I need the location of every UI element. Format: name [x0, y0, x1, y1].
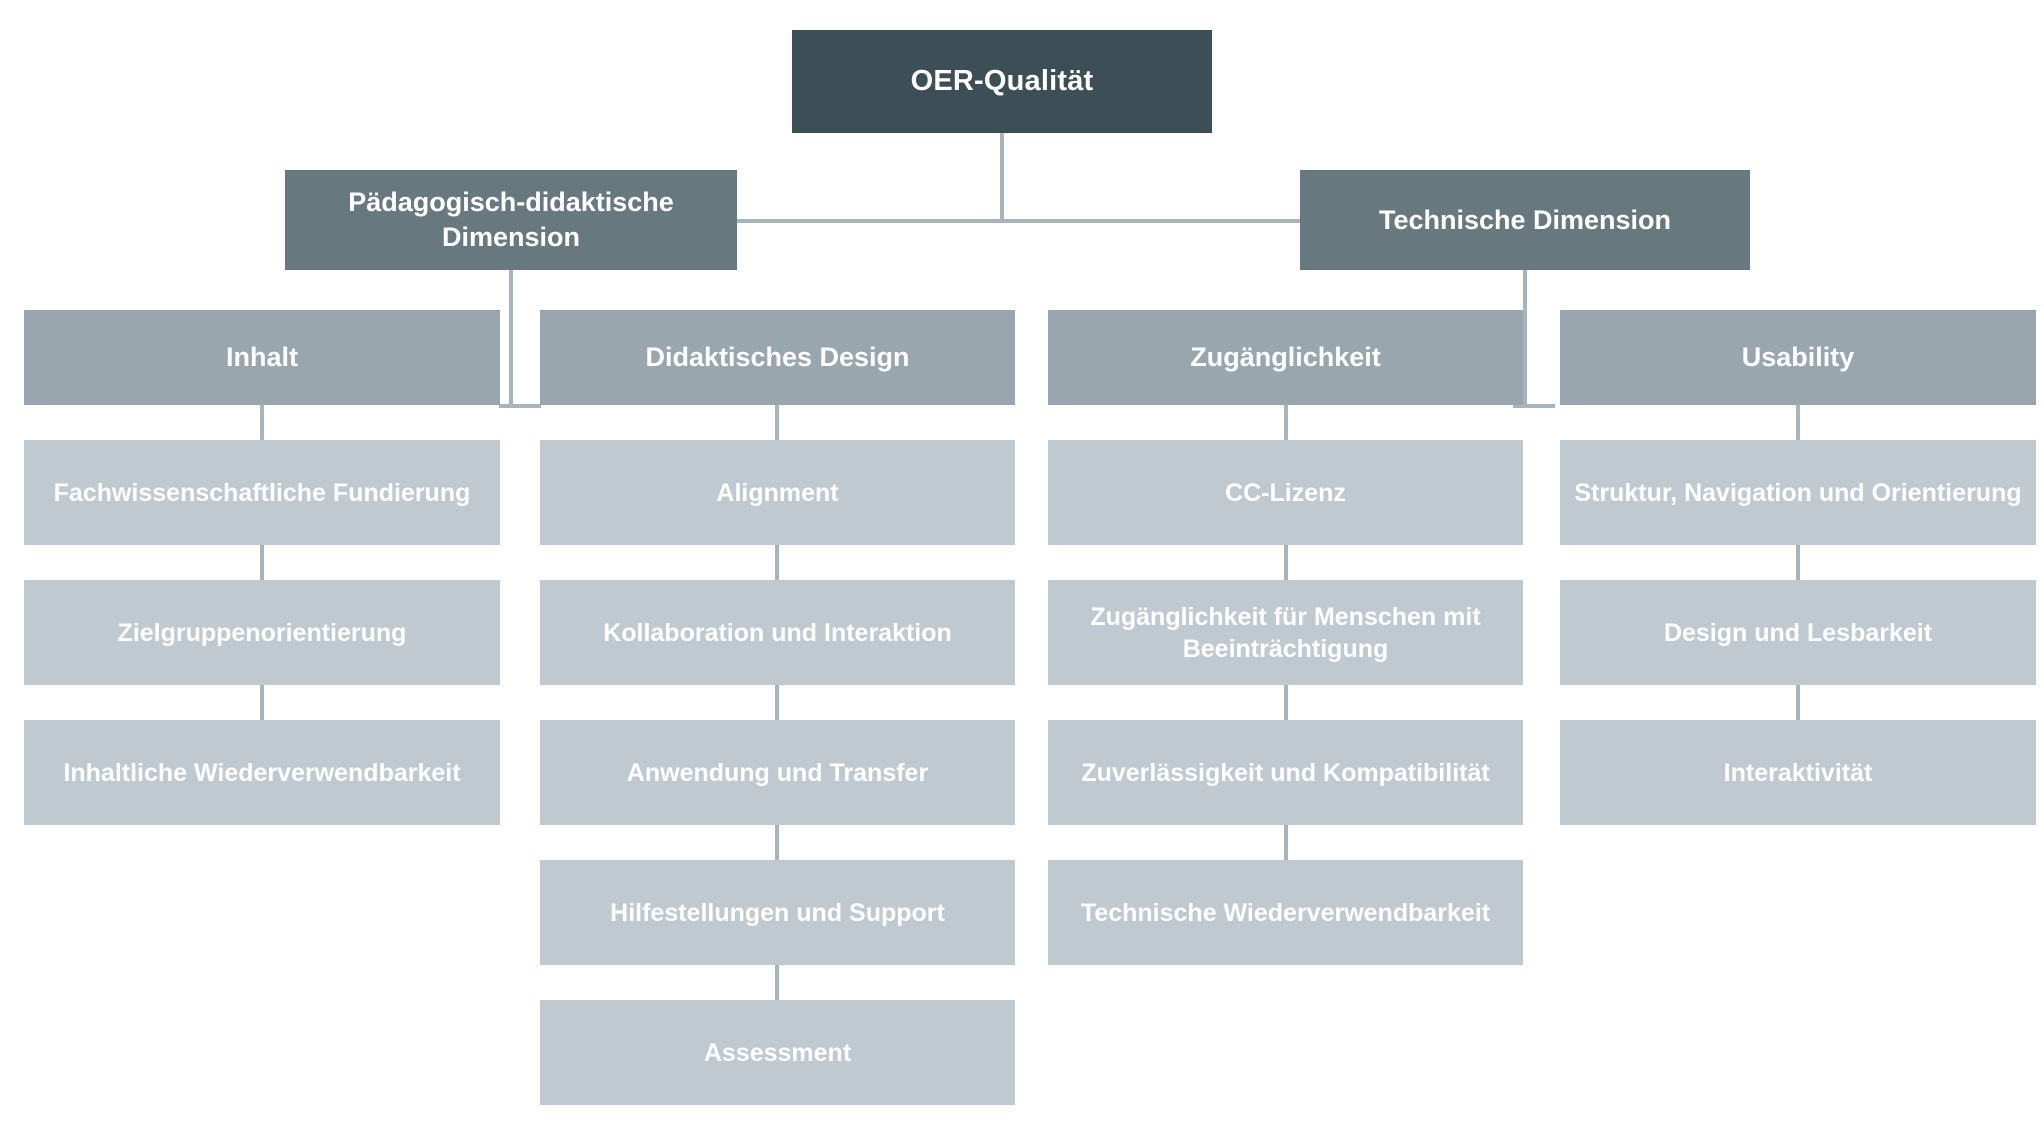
- criterion-node[interactable]: Assessment: [540, 1000, 1015, 1105]
- category-node-label: Usability: [1741, 342, 1855, 373]
- connector-dimension-crossbar: [737, 219, 1300, 223]
- criterion-node[interactable]: Zuverlässigkeit und Kompatibilität: [1048, 720, 1523, 825]
- connector-technisch-down: [1523, 270, 1527, 408]
- criterion-node-label: Technische Wiederverwendbarkeit: [1080, 898, 1491, 927]
- criterion-node[interactable]: Fachwissenschaftliche Fundierung: [24, 440, 500, 545]
- criterion-node[interactable]: Interaktivität: [1560, 720, 2036, 825]
- criterion-node-label: Struktur, Navigation und Orientierung: [1574, 478, 2022, 507]
- criterion-node-label: Design und Lesbarkeit: [1663, 618, 1933, 647]
- dimension-node-label: Technische Dimension: [1378, 204, 1672, 235]
- connector-paedagogisch-crossbar: [499, 404, 541, 408]
- criterion-node-label: Zugänglichkeit für Menschen mit Beeinträ…: [1090, 602, 1481, 663]
- criterion-node[interactable]: Hilfestellungen und Support: [540, 860, 1015, 965]
- criterion-node[interactable]: CC-Lizenz: [1048, 440, 1523, 545]
- criterion-node[interactable]: Technische Wiederverwendbarkeit: [1048, 860, 1523, 965]
- criterion-node[interactable]: Struktur, Navigation und Orientierung: [1560, 440, 2036, 545]
- criterion-node-label: Inhaltliche Wiederverwendbarkeit: [63, 758, 461, 787]
- category-node-label: Inhalt: [226, 342, 298, 373]
- criterion-node-label: Assessment: [703, 1038, 852, 1067]
- criterion-node[interactable]: Zugänglichkeit für Menschen mit Beeinträ…: [1048, 580, 1523, 685]
- criterion-node-label: Kollaboration und Interaktion: [603, 618, 952, 647]
- criterion-node[interactable]: Anwendung und Transfer: [540, 720, 1015, 825]
- category-node-inhalt[interactable]: Inhalt: [24, 310, 500, 405]
- category-node-didaktisches-design[interactable]: Didaktisches Design: [540, 310, 1015, 405]
- dimension-node-label: Pädagogisch-didaktische Dimension: [348, 187, 674, 252]
- category-node-label: Didaktisches Design: [645, 342, 910, 373]
- criterion-node-label: Fachwissenschaftliche Fundierung: [53, 478, 471, 507]
- connector-technisch-crossbar: [1513, 404, 1555, 408]
- criterion-node-label: Zielgruppenorientierung: [117, 618, 407, 647]
- dimension-node-paedagogisch[interactable]: Pädagogisch-didaktische Dimension: [285, 170, 737, 270]
- dimension-node-technisch[interactable]: Technische Dimension: [1300, 170, 1750, 270]
- criterion-node-label: Alignment: [716, 478, 839, 507]
- criterion-node-label: CC-Lizenz: [1225, 478, 1346, 507]
- root-node-oer-qualitaet[interactable]: OER-Qualität: [792, 30, 1212, 133]
- criterion-node-label: Zuverlässigkeit und Kompatibilität: [1081, 758, 1490, 787]
- category-node-label: Zugänglichkeit: [1190, 342, 1381, 373]
- criterion-node[interactable]: Design und Lesbarkeit: [1560, 580, 2036, 685]
- category-node-usability[interactable]: Usability: [1560, 310, 2036, 405]
- criterion-node[interactable]: Inhaltliche Wiederverwendbarkeit: [24, 720, 500, 825]
- criterion-node[interactable]: Zielgruppenorientierung: [24, 580, 500, 685]
- criterion-node[interactable]: Kollaboration und Interaktion: [540, 580, 1015, 685]
- root-node-label: OER-Qualität: [910, 64, 1094, 97]
- connector-root-stub: [1000, 133, 1004, 221]
- criterion-node-label: Interaktivität: [1723, 758, 1873, 787]
- criterion-node-label: Anwendung und Transfer: [626, 758, 929, 787]
- category-node-zugaenglichkeit[interactable]: Zugänglichkeit: [1048, 310, 1523, 405]
- criterion-node[interactable]: Alignment: [540, 440, 1015, 545]
- connector-paedagogisch-down: [509, 270, 513, 408]
- criterion-node-label: Hilfestellungen und Support: [610, 898, 945, 927]
